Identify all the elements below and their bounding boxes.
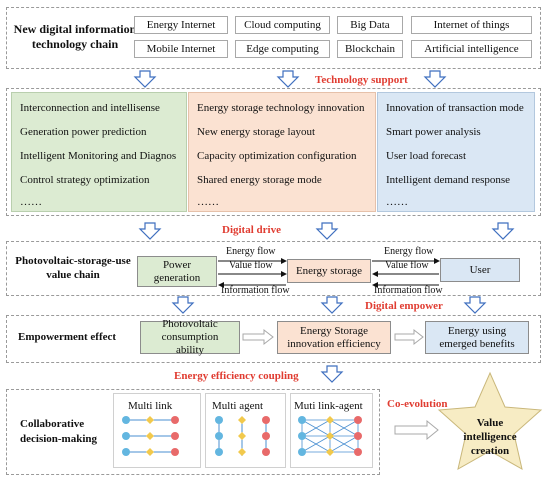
down-arrow-icon: [138, 222, 162, 240]
support-column-3: Innovation of transaction mode Smart pow…: [377, 92, 535, 212]
support-item: Intelligent Monitoring and Diagnos: [20, 150, 177, 162]
support-item: New energy storage layout: [197, 126, 316, 138]
user-box: User: [440, 258, 520, 282]
support-item: ……: [386, 196, 408, 208]
energy-flow-label: Energy flow: [384, 246, 434, 257]
multi-link-panel: [113, 393, 201, 468]
multi-agent-network: [215, 416, 270, 456]
multi-agent-label: Multi agent: [212, 400, 264, 412]
multi-link-agent-panel: [290, 393, 373, 468]
support-section: [6, 88, 541, 216]
star-icon: [437, 371, 543, 470]
multi-link-label: Multi link: [128, 400, 173, 412]
down-arrow-icon: [171, 296, 195, 314]
support-item: Energy storage technology innovation: [197, 102, 365, 114]
collaborative-section: [6, 389, 380, 475]
tech-item-iot: Internet of things: [411, 16, 532, 34]
technology-support-label: Technology support: [315, 74, 408, 86]
right-arrow-icon: [394, 328, 424, 346]
empowerment-section: [6, 315, 541, 363]
information-flow-label: Information flow: [374, 285, 443, 296]
multi-agent-panel: [205, 393, 286, 468]
energy-efficiency-coupling-label: Energy efficiency coupling: [174, 370, 299, 382]
tech-item-ai: Artificial intelligence: [411, 40, 532, 58]
support-item: Shared energy storage mode: [197, 174, 322, 186]
support-item: Generation power prediction: [20, 126, 147, 138]
down-arrow-icon: [463, 296, 487, 314]
support-item: Control strategy optimization: [20, 174, 150, 186]
energy-using-benefits-box: Energy using emerged benefits: [425, 321, 529, 354]
value-chain-title: Photovoltaic-storage-use value chain: [15, 255, 131, 281]
support-item: ……: [197, 196, 219, 208]
down-arrow-icon: [276, 70, 300, 88]
support-item: Smart power analysis: [386, 126, 481, 138]
support-item: User load forecast: [386, 150, 467, 162]
empowerment-title: Empowerment effect: [18, 331, 117, 343]
down-arrow-icon: [133, 70, 157, 88]
down-arrow-icon: [320, 365, 344, 383]
multi-link-network: [122, 416, 179, 456]
energy-storage-efficiency-box: Energy Storage innovation efficiency: [277, 321, 391, 354]
support-item: Intelligent demand response: [386, 174, 511, 186]
value-flow-label: Value flow: [385, 260, 429, 271]
photovoltaic-consumption-box: Photovoltaic consumption ability: [140, 318, 240, 356]
value-chain-section: [6, 241, 541, 296]
tech-item-edge-computing: Edge computing: [235, 40, 330, 58]
value-flow-label: Value flow: [229, 260, 273, 271]
value-creation-label: Value intelligence creation: [463, 417, 517, 457]
right-arrow-icon: [242, 328, 274, 346]
tech-chain-section: [6, 7, 541, 69]
support-item: Capacity optimization configuration: [197, 150, 357, 162]
energy-storage-box: Energy storage: [287, 259, 371, 283]
support-item: Interconnection and intellisense: [20, 102, 160, 114]
support-column-2: Energy storage technology innovation New…: [188, 92, 376, 212]
energy-flow-label: Energy flow: [226, 246, 276, 257]
tech-item-mobile-internet: Mobile Internet: [134, 40, 228, 58]
down-arrow-icon: [491, 222, 515, 240]
tech-item-energy-internet: Energy Internet: [134, 16, 228, 34]
down-arrow-icon: [320, 296, 344, 314]
tech-item-big-data: Big Data: [337, 16, 403, 34]
right-arrow-icon: [394, 419, 439, 441]
down-arrow-icon: [423, 70, 447, 88]
digital-empower-label: Digital empower: [365, 300, 443, 312]
information-flow-label: Information flow: [221, 285, 290, 296]
collaborative-title: Collaborative decision-making: [20, 418, 98, 445]
support-item: Innovation of transaction mode: [386, 102, 524, 114]
tech-item-blockchain: Blockchain: [337, 40, 403, 58]
digital-drive-label: Digital drive: [222, 224, 281, 236]
multi-link-agent-label: Muti link-agent: [294, 400, 363, 412]
multi-link-agent-network: [298, 416, 362, 456]
co-evolution-label: Co-evolution: [387, 398, 448, 410]
tech-chain-title: New digital information technology chain: [13, 22, 137, 51]
support-column-1: Interconnection and intellisense Generat…: [11, 92, 187, 212]
down-arrow-icon: [315, 222, 339, 240]
power-generation-box: Power generation: [137, 256, 217, 287]
support-item: ……: [20, 196, 42, 208]
tech-item-cloud-computing: Cloud computing: [235, 16, 330, 34]
